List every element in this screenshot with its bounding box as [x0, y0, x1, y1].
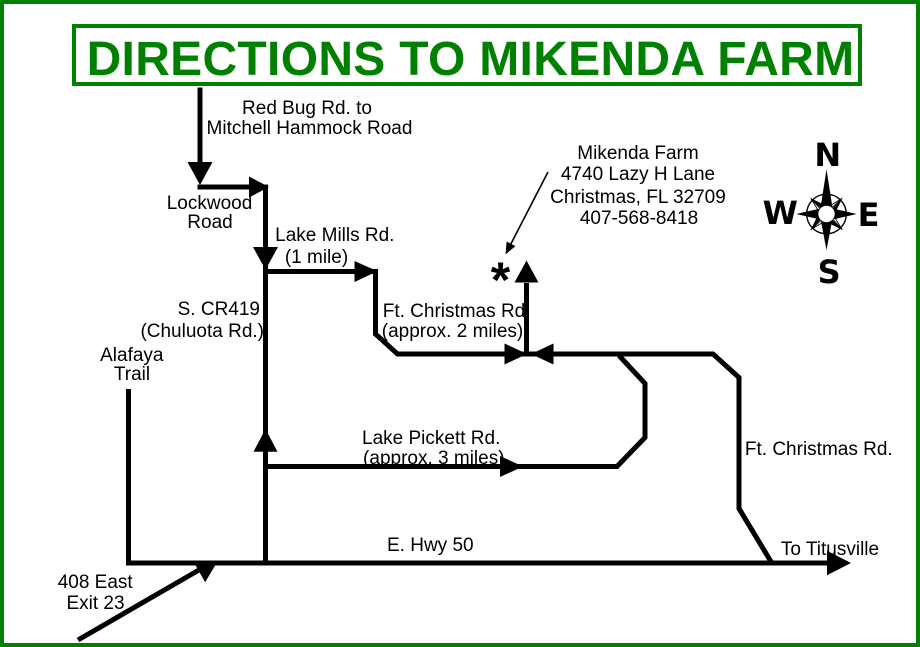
label-to-titusville: To Titusville: [780, 539, 880, 561]
label-farm-city: Christmas, FL 32709: [550, 186, 726, 208]
road-alafaya-e-hwy-50: [126, 389, 830, 566]
annotation-arrow-line: [507, 171, 549, 249]
label-red-bug-line2: Mitchell Hammock Road: [206, 117, 413, 139]
arrowhead-junction-left: [531, 343, 554, 365]
label-lake-mills-line2: (1 mile): [284, 247, 349, 269]
arrowhead-lake-pickett-right: [500, 456, 523, 477]
arrowhead-junction-right: [504, 343, 527, 365]
label-lockwood-line1: Lockwood: [166, 192, 253, 214]
road-lake-pickett: [265, 353, 648, 469]
arrowhead-lake-mills-right: [354, 261, 378, 282]
farm-marker-asterisk: *: [490, 252, 511, 308]
label-408-east-line1: 408 East: [57, 571, 133, 593]
title-box: DIRECTIONS TO MIKENDA FARM: [72, 24, 862, 86]
arrowhead-farm-up: [514, 260, 539, 283]
arrowhead-408-ramp: [193, 561, 218, 583]
label-farm-address: 4740 Lazy H Lane: [560, 164, 716, 186]
compass-label-west: W: [762, 193, 798, 232]
label-e-hwy-50: E. Hwy 50: [387, 535, 474, 557]
page-title: DIRECTIONS TO MIKENDA FARM: [86, 33, 855, 87]
label-ft-christmas-approach-line1: Ft. Christmas Rd: [382, 301, 526, 323]
compass-label-east: E: [857, 196, 880, 235]
label-farm-name: Mikenda Farm: [577, 142, 699, 164]
label-408-east-line2: Exit 23: [66, 593, 125, 615]
label-alafaya-line2: Trail: [113, 364, 151, 385]
label-farm-phone: 407-568-8418: [579, 207, 699, 229]
compass-label-south: S: [817, 253, 841, 291]
label-ft-christmas-approach-line2: (approx. 2 miles): [381, 320, 524, 342]
label-lake-pickett-line1: Lake Pickett Rd.: [362, 427, 501, 449]
arrowhead-cr419-up: [253, 429, 278, 452]
road-408-ramp: [76, 564, 207, 643]
label-cr419-line2: (Chuluota Rd.): [140, 320, 264, 342]
map-canvas: [76, 87, 857, 643]
arrowhead-lockwood-right: [249, 176, 269, 198]
label-cr419-line1: S. CR419: [177, 299, 260, 321]
label-red-bug-line1: Red Bug Rd. to: [242, 97, 372, 119]
arrowhead-e-hwy-50-right: [827, 550, 851, 576]
compass-rose: [796, 169, 857, 250]
label-lake-mills-line1: Lake Mills Rd.: [275, 224, 395, 246]
label-lockwood-line2: Road: [187, 212, 233, 234]
label-lake-pickett-line2: (approx. 3 miles): [363, 447, 505, 469]
arrowhead-red-bug-down: [187, 162, 213, 185]
label-alafaya-line1: Alafaya: [100, 344, 164, 366]
arrowhead-annotation: [505, 241, 516, 255]
arrowhead-cr419-down: [253, 247, 278, 270]
road-lake-mills-ft-christmas: [263, 269, 774, 564]
label-ft-christmas-east: Ft. Christmas Rd.: [744, 439, 893, 461]
compass-label-north: N: [814, 135, 842, 174]
compass-hub: [818, 205, 835, 223]
